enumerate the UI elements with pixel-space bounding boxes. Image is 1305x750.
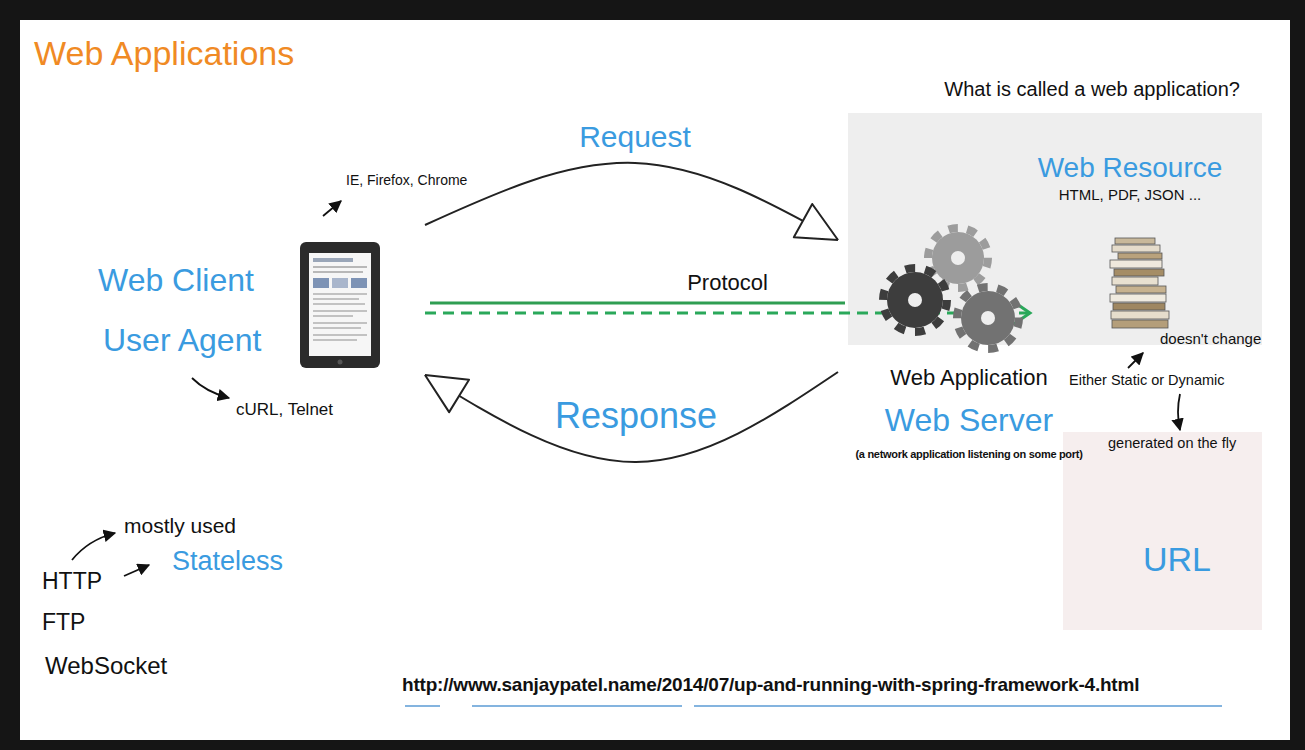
link-underline [405,705,440,707]
gears-icon [887,272,943,328]
books-icon [1116,286,1166,293]
tablet-icon [313,327,361,329]
protocol-name: FTP [42,609,85,635]
gears-icon [961,291,1015,345]
stateless-heading: Stateless [172,546,283,577]
gears-icon [951,251,965,265]
leader-arrows [124,565,149,576]
slide-panel [20,20,1290,740]
leader-arrows [1128,353,1143,368]
books-icon [1112,277,1158,285]
resource-note: Either Static or Dynamic [1069,372,1225,389]
books-icon [1114,269,1164,276]
books-icon [1112,320,1168,328]
books-icon [1110,260,1162,268]
tablet-icon [313,293,367,295]
gears-icon [928,228,988,288]
client-group: Web ClientUser Agent [95,205,425,395]
tablet-icon [313,334,367,336]
video-overlay [848,113,1262,345]
books-icon [1115,238,1155,244]
link-underline [405,705,1222,707]
tablet-icon [338,360,343,365]
protocol-name: HTTP [42,568,102,594]
tablet-icon [313,278,329,288]
gears-icon [981,311,995,325]
tablet-icon [313,339,357,341]
usage-note: mostly used [124,514,236,538]
tablet-icon [313,310,367,312]
books-icon [1118,253,1162,259]
browser-examples: IE, Firefox, Chrome [346,172,467,188]
gears-icon [957,287,1019,349]
video-overlay [1063,432,1262,630]
books-icon [1113,303,1165,310]
resource-types: HTML, PDF, JSON ... [1059,186,1202,203]
edge-label: Response [551,395,721,436]
books-icon [1110,238,1169,328]
tablet-icon [300,242,380,368]
leader-arrows [1178,394,1180,430]
question-heading: What is called a web application? [944,78,1240,101]
gears-icon [883,228,1019,349]
edge-label: Protocol [683,270,772,295]
tablet-icon [313,303,365,305]
gears-icon [908,293,922,307]
server-note: (a network application listening on some… [856,448,1083,461]
leader-arrows [72,533,115,560]
books-icon [1112,245,1160,252]
client-heading: User Agent [103,322,261,359]
static-note: doesn't change [1160,330,1261,347]
tablet-icon [313,258,353,262]
server-heading: Web Application [890,365,1047,390]
tablet-icon [309,253,371,356]
books-icon [1110,294,1166,302]
connector-line [425,163,838,240]
resource-group: Web ResourceHTML, PDF, JSON ... [1030,148,1230,333]
client-heading: Web Client [98,262,254,299]
tablet-icon [332,278,348,288]
source-link: http://www.sanjaypatel.name/2014/07/up-a… [402,674,1139,696]
edge-label: Request [575,120,695,155]
server-group: Web ApplicationWeb Server (a network appl… [838,195,1100,467]
server-heading: Web Server [885,402,1053,439]
tablet-icon [313,322,367,324]
url-heading: URL [1143,540,1211,579]
connector-arrow [425,372,838,462]
tablet-icon [351,278,367,288]
books-icon [1111,311,1169,319]
arrow-head [794,204,838,240]
link-underline [694,705,1222,707]
arrow-head [425,375,469,412]
tablet-icon [313,315,353,317]
tablet-icon [300,242,380,368]
leader-arrows [192,378,229,398]
connector-arrow [425,163,838,240]
tablet-icon [313,298,359,300]
tablet-icon [313,266,367,268]
connector-line [425,372,838,462]
dynamic-note: generated on the fly [1108,435,1236,452]
protocol-line [430,302,845,305]
tool-examples: cURL, Telnet [236,400,333,420]
resource-heading: Web Resource [1038,152,1223,184]
leader-arrows [72,201,1180,576]
leader-arrows [323,201,341,216]
link-underline [472,705,682,707]
slide-title: Web Applications [34,34,294,73]
protocol-name: WebSocket [45,652,167,680]
tablet-icon [313,271,363,273]
gears-icon [883,268,947,332]
gears-icon [932,232,984,284]
